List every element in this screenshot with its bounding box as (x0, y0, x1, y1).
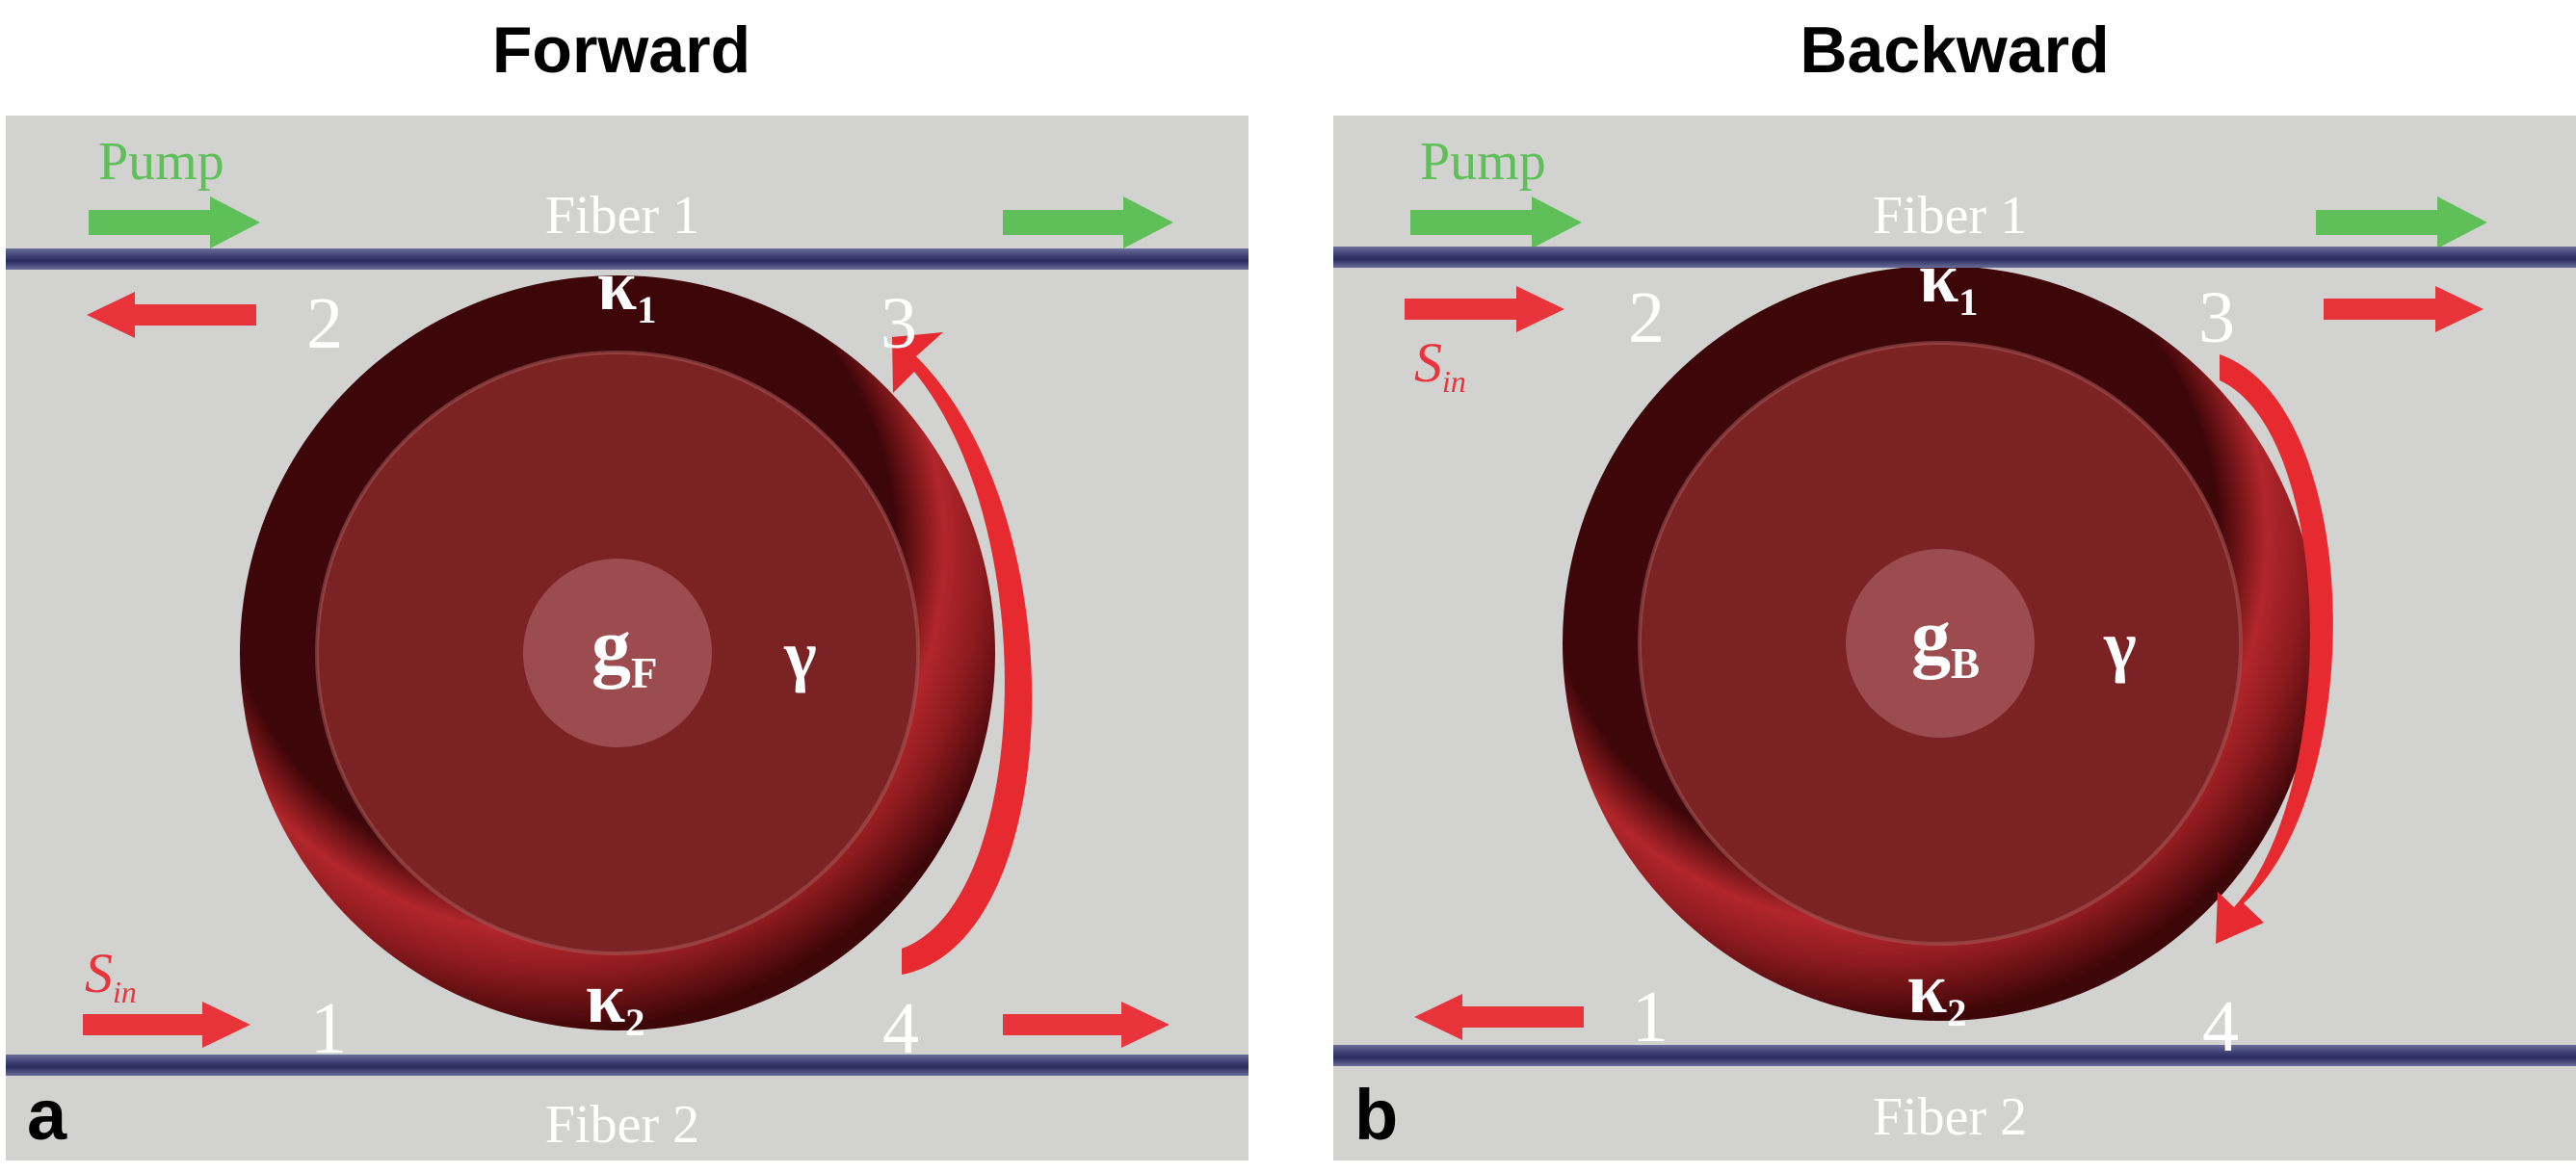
gain-symbol: g (591, 602, 631, 690)
pump-arrow-out (1003, 196, 1173, 248)
fiber-1-label: Fiber 1 (1872, 186, 2028, 246)
loss-label: γ (2104, 607, 2137, 684)
reflected-arrow-left (87, 292, 256, 338)
circulation-arrow-up (892, 332, 1033, 975)
port-3: 3 (881, 283, 917, 364)
ring-inner-edge (1638, 341, 2243, 946)
kappa-2: κ2 (586, 963, 644, 1043)
signal-label: Sin (85, 946, 137, 1008)
fiber-1-label: Fiber 1 (544, 186, 700, 246)
port-4: 4 (2202, 986, 2239, 1067)
port-2: 2 (306, 283, 343, 364)
signal-input-arrow (1405, 286, 1564, 332)
pump-label: Pump (98, 132, 224, 192)
port-1: 1 (1632, 977, 1669, 1057)
loss-label: γ (784, 616, 817, 693)
fiber-1 (6, 248, 1249, 270)
fiber-1 (1333, 247, 2576, 268)
title-backward: Backward (1800, 13, 2110, 87)
signal-symbol: S (85, 942, 113, 1004)
gain-subscript: F (631, 648, 658, 697)
signal-subscript: in (113, 976, 137, 1010)
signal-input-arrow (83, 1002, 250, 1048)
gain-symbol: g (1911, 592, 1951, 680)
pump-arrow-out (2316, 196, 2487, 248)
panel-backward: Fiber 1 Fiber 2 Pump 2 3 1 4 κ1 κ2 gB γ … (1333, 116, 2576, 1160)
ring-inner-edge (315, 351, 920, 955)
signal-symbol: S (1414, 331, 1442, 394)
pump-arrow-in (1410, 196, 1582, 248)
fiber-2 (1333, 1045, 2576, 1066)
output-arrow-left (1414, 994, 1584, 1040)
gain-subscript: B (1951, 639, 1981, 688)
signal-label: Sin (1414, 335, 1466, 398)
kappa-1-subscript: 1 (637, 288, 657, 332)
port-2: 2 (1628, 277, 1665, 358)
kappa-2-symbol: κ (1907, 950, 1948, 1029)
kappa-1-subscript: 1 (1958, 280, 1979, 325)
pump-label: Pump (1420, 132, 1546, 192)
gain-label: gB (1911, 597, 1980, 686)
circulation-arrow-down (2216, 354, 2333, 944)
fiber-2-label: Fiber 2 (544, 1095, 700, 1155)
port-1: 1 (310, 988, 347, 1069)
kappa-2-symbol: κ (586, 959, 626, 1038)
panel-forward: Fiber 1 Fiber 2 Pump 2 3 1 4 κ1 κ2 gF γ … (6, 116, 1249, 1160)
fiber-2 (6, 1055, 1249, 1076)
backward-drawing (1405, 196, 2487, 1040)
forward-drawing (83, 196, 1173, 1048)
pump-arrow-in (89, 196, 260, 248)
kappa-1: κ1 (1919, 243, 1978, 323)
port-3: 3 (2198, 277, 2235, 358)
panel-letter-a: a (27, 1075, 67, 1155)
kappa-1: κ1 (597, 250, 656, 330)
transmitted-arrow-right (2324, 286, 2484, 332)
kappa-1-symbol: κ (1919, 239, 1959, 318)
title-forward: Forward (491, 13, 751, 87)
transmitted-arrow-right (1003, 1002, 1170, 1048)
kappa-2-subscript: 2 (1947, 991, 1967, 1035)
gain-label: gF (591, 607, 658, 695)
panel-letter-b: b (1354, 1075, 1399, 1155)
kappa-2: κ2 (1907, 953, 1966, 1033)
gain-disk (523, 559, 712, 747)
kappa-1-symbol: κ (597, 247, 638, 326)
kappa-2-subscript: 2 (625, 1001, 645, 1045)
signal-subscript: in (1442, 365, 1466, 400)
gain-disk (1846, 549, 2035, 738)
fiber-2-label: Fiber 2 (1872, 1087, 2028, 1147)
port-4: 4 (882, 988, 919, 1069)
